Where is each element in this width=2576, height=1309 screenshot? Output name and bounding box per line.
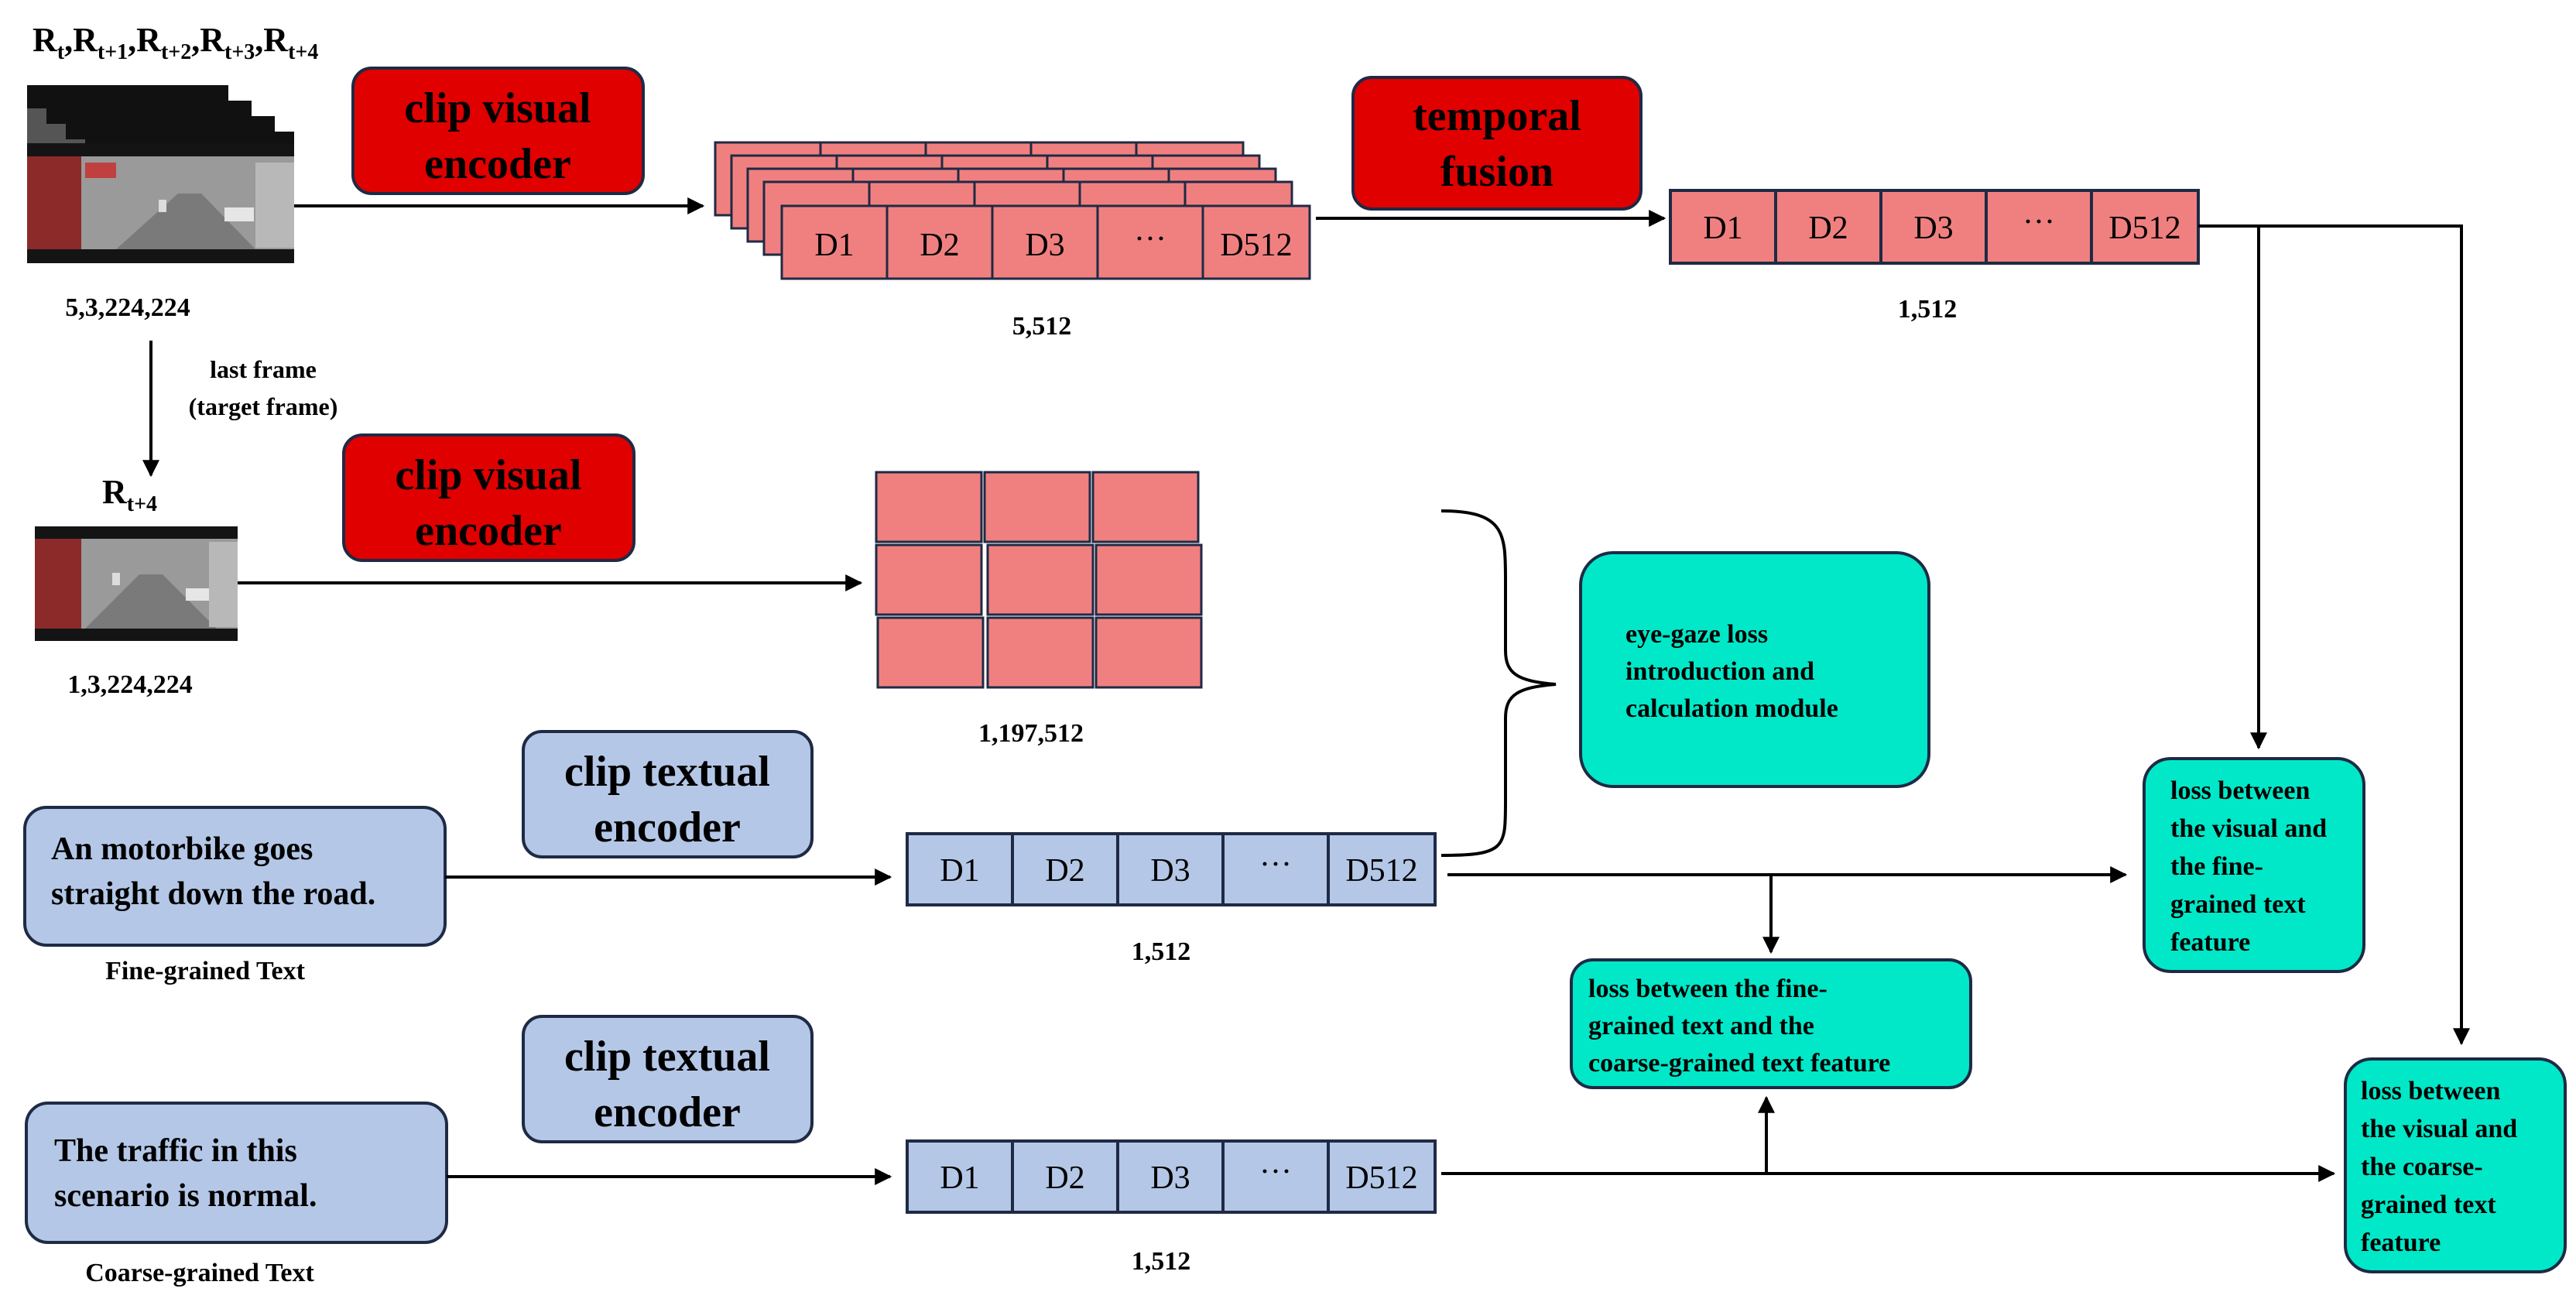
clip-visual-encoder-2: clip visual encoder xyxy=(342,433,635,562)
clip-visual-encoder-1: clip visual encoder xyxy=(351,67,645,195)
svg-text:grained text and the: grained text and the xyxy=(1588,1012,1814,1040)
svg-text:grained text: grained text xyxy=(2170,890,2306,919)
cell-label: D3 xyxy=(1150,1160,1190,1196)
svg-text:encoder: encoder xyxy=(594,804,741,852)
cell-label: D2 xyxy=(1045,853,1084,889)
svg-text:eye-gaze loss: eye-gaze loss xyxy=(1625,620,1768,649)
svg-text:clip visual: clip visual xyxy=(395,451,581,499)
cell-label: D2 xyxy=(920,228,959,263)
svg-text:An motorbike goes: An motorbike goes xyxy=(51,831,313,867)
frame-sequence-label: Rt,Rt+1,Rt+2,Rt+3,Rt+4 xyxy=(33,21,318,64)
video-frame xyxy=(27,143,294,263)
patch-feature-grid xyxy=(875,471,1203,689)
svg-text:the fine-: the fine- xyxy=(2170,852,2263,881)
cell-label: D3 xyxy=(1025,228,1064,263)
fine-grained-caption: Fine-grained Text xyxy=(105,957,306,985)
fine-text-feature: D1 D2 D3 ··· D512 xyxy=(906,832,1437,906)
temporal-fusion-block: temporal fusion xyxy=(1351,76,1643,211)
cell-label: D3 xyxy=(1150,853,1190,889)
svg-text:calculation module: calculation module xyxy=(1625,694,1838,723)
svg-text:clip textual: clip textual xyxy=(564,748,770,796)
cell-label: D3 xyxy=(1913,211,1953,246)
frame-stack xyxy=(27,85,294,263)
svg-text:introduction and: introduction and xyxy=(1625,657,1814,686)
cell-label: D1 xyxy=(1703,211,1742,246)
svg-text:fusion: fusion xyxy=(1440,148,1553,196)
target-frame-label: (target frame) xyxy=(189,392,338,420)
loss-fine-coarse: loss between the fine- grained text and … xyxy=(1570,958,1972,1089)
cell-label: D512 xyxy=(1345,853,1417,889)
svg-text:feature: feature xyxy=(2361,1228,2441,1257)
svg-text:clip visual: clip visual xyxy=(404,84,591,132)
arrow-fused-to-coarse-loss xyxy=(2198,224,2470,1046)
svg-text:the visual and: the visual and xyxy=(2170,814,2327,843)
cell-label: D1 xyxy=(940,853,979,889)
svg-text:encoder: encoder xyxy=(594,1088,741,1136)
cell-label: ··· xyxy=(1259,847,1292,882)
loss-visual-coarse: loss between the visual and the coarse- … xyxy=(2344,1057,2567,1273)
stack-shape: 5,512 xyxy=(1012,312,1072,341)
svg-text:encoder: encoder xyxy=(424,140,571,188)
clip-textual-encoder-2: clip textual encoder xyxy=(522,1015,814,1143)
coarse-shape: 1,512 xyxy=(1132,1247,1191,1276)
svg-text:feature: feature xyxy=(2170,928,2250,957)
target-shape: 1,3,224,224 xyxy=(67,670,193,699)
clip-textual-encoder-1: clip textual encoder xyxy=(522,730,814,858)
svg-text:grained text: grained text xyxy=(2361,1191,2496,1219)
grid-shape: 1,197,512 xyxy=(978,719,1084,748)
cell-label: D512 xyxy=(1220,228,1292,263)
fused-visual-feature: D1 D2 D3 ··· D512 xyxy=(1669,189,2200,265)
svg-text:scenario is normal.: scenario is normal. xyxy=(54,1178,317,1214)
target-frame-image xyxy=(35,526,238,641)
svg-text:loss between: loss between xyxy=(2361,1077,2500,1105)
fine-grained-text-box: An motorbike goes straight down the road… xyxy=(23,806,447,947)
cell-label: D1 xyxy=(940,1160,979,1196)
cell-label: D512 xyxy=(2108,211,2180,246)
fine-shape: 1,512 xyxy=(1132,937,1191,966)
svg-text:the visual and: the visual and xyxy=(2361,1115,2517,1143)
target-frame-name: Rt+4 xyxy=(102,473,157,516)
fused-shape: 1,512 xyxy=(1898,295,1958,324)
svg-text:loss between: loss between xyxy=(2170,776,2310,805)
svg-text:encoder: encoder xyxy=(415,507,562,555)
svg-text:loss between the fine-: loss between the fine- xyxy=(1588,975,1828,1003)
svg-text:The traffic in this: The traffic in this xyxy=(54,1133,297,1169)
sequence-shape: 5,3,224,224 xyxy=(65,293,190,322)
svg-text:straight down the road.: straight down the road. xyxy=(51,876,375,912)
svg-text:clip textual: clip textual xyxy=(564,1033,770,1081)
coarse-grained-caption: Coarse-grained Text xyxy=(85,1259,314,1287)
svg-text:the coarse-: the coarse- xyxy=(2361,1153,2483,1181)
cell-label: D2 xyxy=(1045,1160,1084,1196)
coarse-text-feature: D1 D2 D3 ··· D512 xyxy=(906,1139,1437,1214)
last-frame-label: last frame xyxy=(210,355,317,383)
eye-gaze-module: eye-gaze loss introduction and calculati… xyxy=(1579,551,1930,788)
svg-text:coarse-grained text feature: coarse-grained text feature xyxy=(1588,1049,1890,1078)
cell-label: ··· xyxy=(1259,1154,1292,1190)
loss-visual-fine: loss between the visual and the fine- gr… xyxy=(2143,757,2365,973)
cell-label: D512 xyxy=(1345,1160,1417,1196)
cell-label: D1 xyxy=(814,228,854,263)
cell-label: ··· xyxy=(2023,204,2055,240)
cell-label: ··· xyxy=(1134,221,1166,257)
svg-text:temporal: temporal xyxy=(1413,92,1581,140)
coarse-grained-text-box: The traffic in this scenario is normal. xyxy=(25,1102,448,1244)
brace xyxy=(1440,509,1557,857)
feature-row-front: D1 D2 D3 ··· D512 xyxy=(780,204,1311,280)
cell-label: D2 xyxy=(1808,211,1848,246)
stacked-visual-features: D1 D2 D3 ··· D512 xyxy=(714,141,1311,280)
